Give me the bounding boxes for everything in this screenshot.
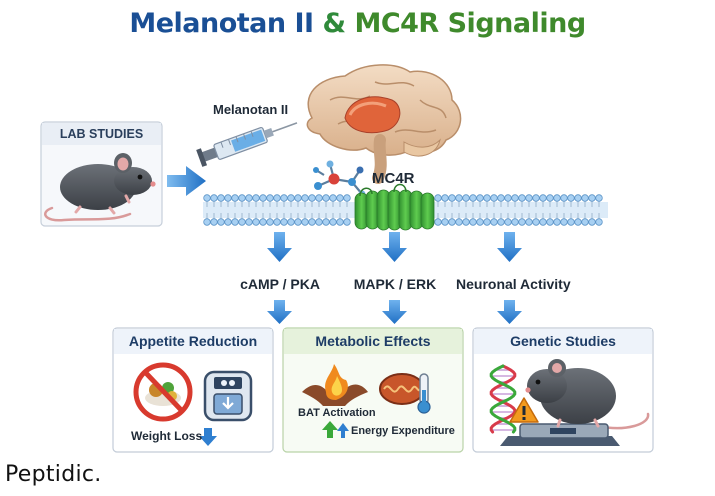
- weight-loss-caption: Weight Loss: [131, 429, 203, 443]
- fire-icon: [302, 364, 368, 406]
- thermometer-icon: [417, 373, 431, 414]
- pathway-neuronal-activity: Neuronal Activity: [456, 276, 571, 292]
- mouse-icon: [44, 153, 156, 222]
- title-part2: MC4R Signaling: [354, 8, 586, 39]
- energy-expenditure-caption: Energy Expenditure: [351, 425, 455, 437]
- appetite-panel-title: Appetite Reduction: [128, 333, 258, 349]
- brand-name: Peptidic.: [5, 462, 102, 487]
- genetic-mouse-icon: [500, 359, 650, 446]
- page-title: Melanotan II & MC4R Signaling: [0, 8, 715, 39]
- no-food-icon: [133, 362, 193, 422]
- pathway-camp-pka: cAMP / PKA: [240, 276, 320, 292]
- lab-to-brain-arrow: [167, 166, 206, 196]
- metabolic-panel-title: Metabolic Effects: [315, 333, 431, 349]
- receptor-label: MC4R: [372, 170, 415, 187]
- brain-icon: [306, 64, 462, 184]
- lab-studies-label: LAB STUDIES: [59, 127, 144, 141]
- pathway-mapk-erk: MAPK / ERK: [353, 276, 437, 292]
- arrow-to-appetite: [267, 300, 292, 324]
- scale-icon: [203, 370, 253, 422]
- weight-loss-arrow-icon: [199, 428, 217, 446]
- dna-icon: [489, 364, 517, 434]
- genetic-panel-title: Genetic Studies: [510, 333, 616, 349]
- title-amp: &: [313, 8, 355, 39]
- arrow-to-metabolic: [382, 300, 407, 324]
- warning-icon: [509, 397, 539, 423]
- mitochondria-icon: [379, 373, 425, 405]
- energy-up-arrows-icon: [322, 421, 349, 438]
- bat-activation-caption: BAT Activation: [298, 407, 376, 419]
- arrow-to-neuronal: [497, 232, 522, 262]
- syringe-icon: [196, 122, 298, 167]
- arrow-to-genetic: [497, 300, 522, 324]
- drug-label: Melanotan II: [213, 102, 289, 117]
- title-part1: Melanotan II: [129, 8, 314, 39]
- arrow-to-camp: [267, 232, 292, 262]
- molecule-icon: [313, 160, 366, 198]
- metabolic-panel: [282, 327, 464, 453]
- receptor-icon: [354, 183, 435, 231]
- arrow-to-mapk: [382, 232, 407, 262]
